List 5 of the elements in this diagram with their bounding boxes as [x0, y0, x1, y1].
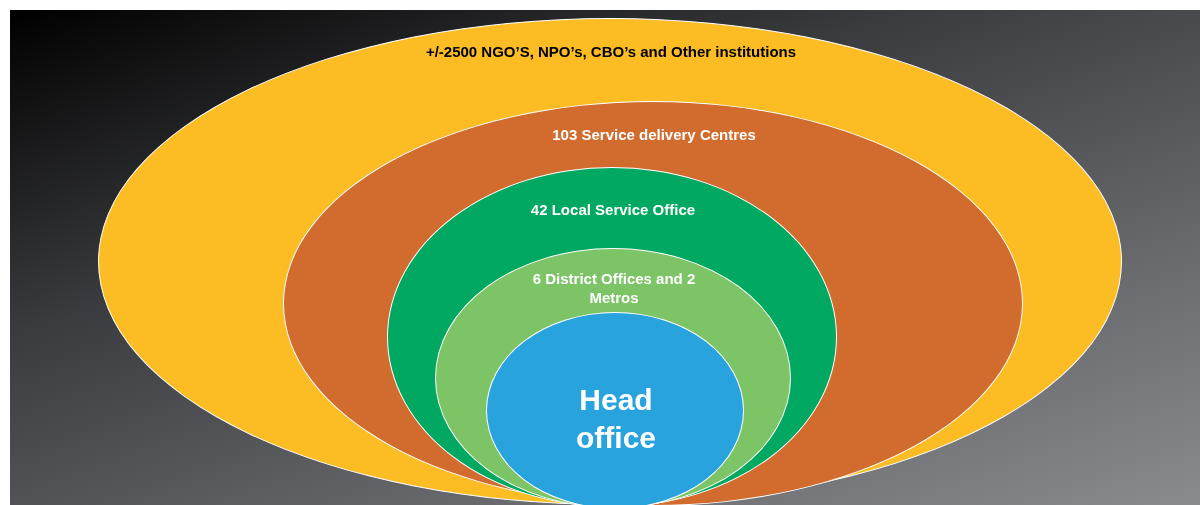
ellipse-label: +/-2500 NGO’S, NPO’s, CBO’s and Other institutions — [424, 43, 798, 62]
ellipse-label: 6 District Offices and 2 Metros — [531, 270, 697, 308]
ellipse-label: 42 Local Service Office — [529, 201, 697, 220]
ellipse-label: Head office — [575, 382, 657, 456]
ellipse-label: 103 Service delivery Centres — [551, 126, 757, 145]
